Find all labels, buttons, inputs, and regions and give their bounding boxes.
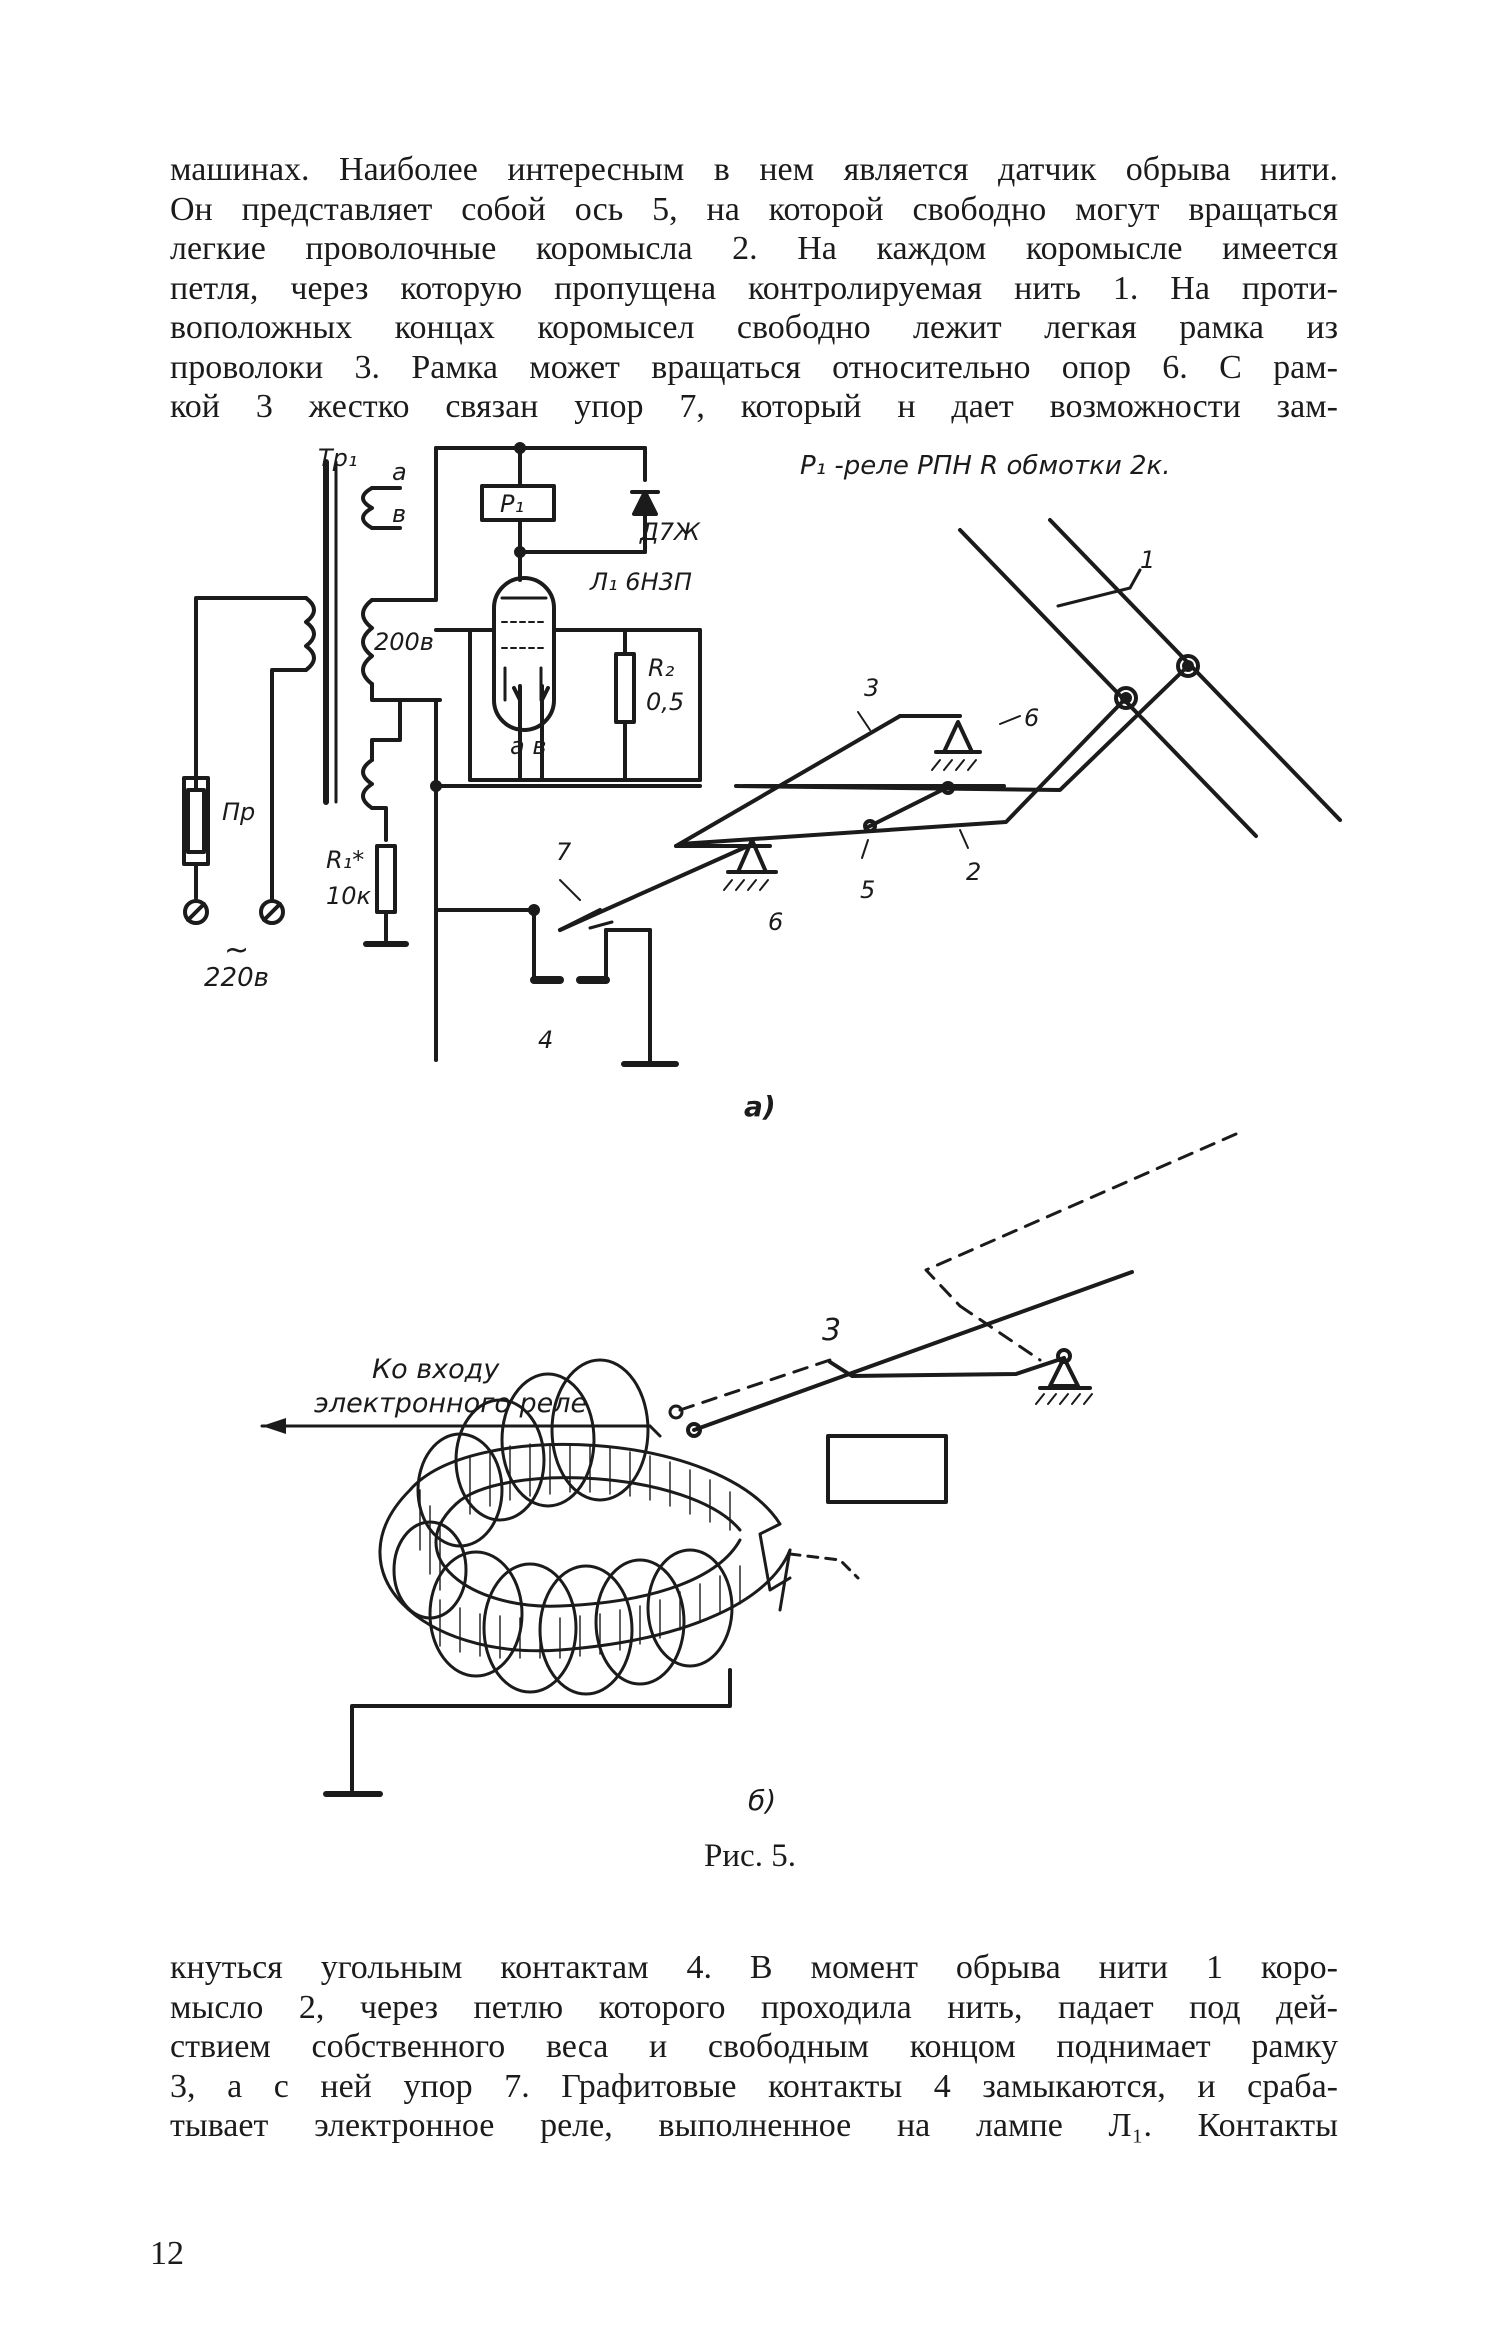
figure-b: Ко входу электронного реле 3 б) — [260, 1132, 1238, 1817]
page-number: 12 — [150, 2235, 184, 2272]
label-r2-value: 0,5 — [646, 688, 684, 716]
text-line: кнуться угольным контактам 4. В момент о… — [170, 1949, 1338, 1986]
label-5: 5 — [860, 876, 875, 904]
subfigure-b-caption: б) — [748, 1784, 776, 1817]
label-diode: Д7Ж — [639, 518, 701, 546]
label-mains: 220в — [204, 963, 269, 993]
text-line: проволоки 3. Рамка может вращаться относ… — [170, 348, 1338, 386]
text-line: 3, а с ней упор 7. Графитовые контакты 4… — [170, 2067, 1338, 2105]
top-paragraph: машинах. Наиболее интересным в нем являе… — [170, 150, 1338, 427]
label-relay: P₁ — [500, 490, 524, 518]
label-6a: 6 — [1024, 704, 1039, 732]
label-tube-ab: а в — [510, 732, 546, 760]
text-line: петля, через которую пропущена контролир… — [170, 269, 1338, 307]
text-line: тывает электронное реле, выполненное на … — [170, 2107, 1338, 2144]
label-tilde: ~ — [224, 933, 249, 968]
figure-caption: Рис. 5. — [704, 1838, 796, 1874]
label-tube: Л₁ 6Н3П — [589, 568, 692, 596]
label-r1-value: 10к — [326, 882, 372, 910]
subfigure-a-caption: а) — [744, 1090, 776, 1123]
text-line: воположных концах коромысел свободно леж… — [170, 309, 1338, 346]
arrow-label-1: Ко входу — [372, 1354, 500, 1385]
label-voltage: 200в — [374, 628, 434, 656]
relay-note: P₁ -реле РПН R обмотки 2к. — [800, 451, 1171, 481]
label-1: 1 — [1140, 546, 1155, 574]
label-4: 4 — [538, 1026, 553, 1054]
label-winding-a: а — [392, 458, 407, 486]
arrow-label-2: электронного реле — [314, 1388, 587, 1419]
label-transformer: Тр₁ — [318, 444, 358, 472]
label-3b: 3 — [822, 1313, 841, 1348]
label-7: 7 — [556, 838, 572, 866]
text-line: легкие проволочные коромысла 2. На каждо… — [170, 230, 1338, 267]
label-2: 2 — [966, 858, 981, 886]
text-line: Он представляет собой ось 5, на которой … — [170, 190, 1338, 228]
text-line: кой 3 жестко связан упор 7, который н да… — [170, 388, 1338, 425]
label-r2: R₂ — [648, 654, 675, 682]
label-winding-b: в — [392, 500, 406, 528]
text-line: ствием собственного веса и свободным кон… — [170, 2028, 1338, 2065]
label-3: 3 — [864, 674, 879, 702]
bottom-paragraph: кнуться угольным контактам 4. В момент о… — [170, 1948, 1338, 2146]
label-fuse: Пр — [222, 798, 255, 826]
label-r1: R₁* — [326, 846, 364, 874]
figure-a: P₁ -реле РПН R обмотки 2к. Тр₁ а в 200в … — [182, 442, 1342, 1123]
label-6b: 6 — [768, 908, 783, 936]
text-line: машинах. Наиболее интересным в нем являе… — [170, 151, 1338, 188]
text-line: мысло 2, через петлю которого проходила … — [170, 1988, 1338, 2026]
